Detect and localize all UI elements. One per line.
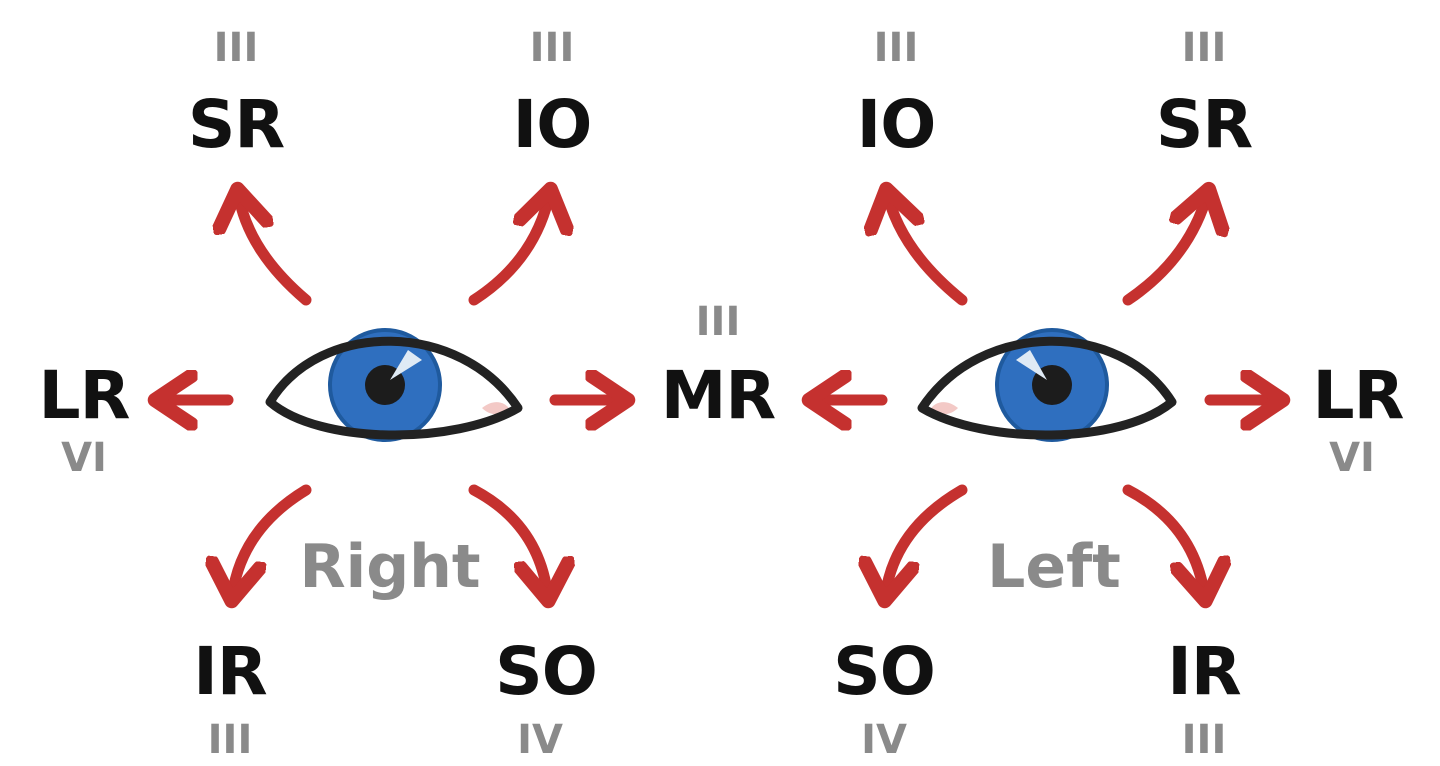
right-so-muscle: SO: [495, 633, 598, 710]
arrow-right-ir: [232, 484, 312, 598]
right-ir-muscle: IR: [193, 633, 267, 710]
left-lr-muscle: LR: [1312, 357, 1405, 434]
arrow-left-sr: [1122, 192, 1208, 306]
right-so-nerve: IV: [517, 717, 563, 763]
left-io-muscle: IO: [856, 86, 937, 163]
right-eye-outline: [265, 336, 523, 440]
right-eye-label: Right: [299, 532, 481, 602]
mr-muscle: MR: [660, 357, 776, 434]
left-eye-highlight: [1016, 350, 1047, 380]
left-io-nerve: III: [873, 25, 919, 71]
right-eye-highlight: [390, 350, 422, 380]
right-sr-muscle: SR: [187, 86, 285, 163]
left-ir-nerve: III: [1181, 717, 1227, 763]
arrow-right-io: [468, 192, 550, 306]
arrow-right-sr: [238, 192, 312, 306]
right-lr-muscle: LR: [38, 357, 131, 434]
left-so-nerve: IV: [861, 717, 907, 763]
mr-nerve: III: [695, 299, 741, 345]
arrow-right-so: [468, 484, 548, 598]
right-lr-nerve: VI: [61, 435, 107, 481]
left-sr-muscle: SR: [1155, 86, 1253, 163]
left-eye-outline: [917, 336, 1177, 440]
left-ir-muscle: IR: [1167, 633, 1241, 710]
left-lr-nerve: VI: [1329, 435, 1375, 481]
left-eye-label: Left: [987, 532, 1121, 602]
right-sr-nerve: III: [213, 25, 259, 71]
right-eye-arrows: [158, 192, 625, 598]
right-io-muscle: IO: [512, 86, 593, 163]
right-ir-nerve: III: [207, 717, 253, 763]
left-sr-nerve: III: [1181, 25, 1227, 71]
left-eye-arrows: [812, 192, 1280, 598]
arrow-left-io: [887, 192, 968, 306]
right-io-nerve: III: [529, 25, 575, 71]
right-eye-icon: [265, 328, 523, 442]
left-so-muscle: SO: [833, 633, 936, 710]
arrow-left-so: [885, 484, 968, 598]
left-eye-icon: [917, 328, 1177, 442]
arrow-left-ir: [1122, 484, 1205, 598]
